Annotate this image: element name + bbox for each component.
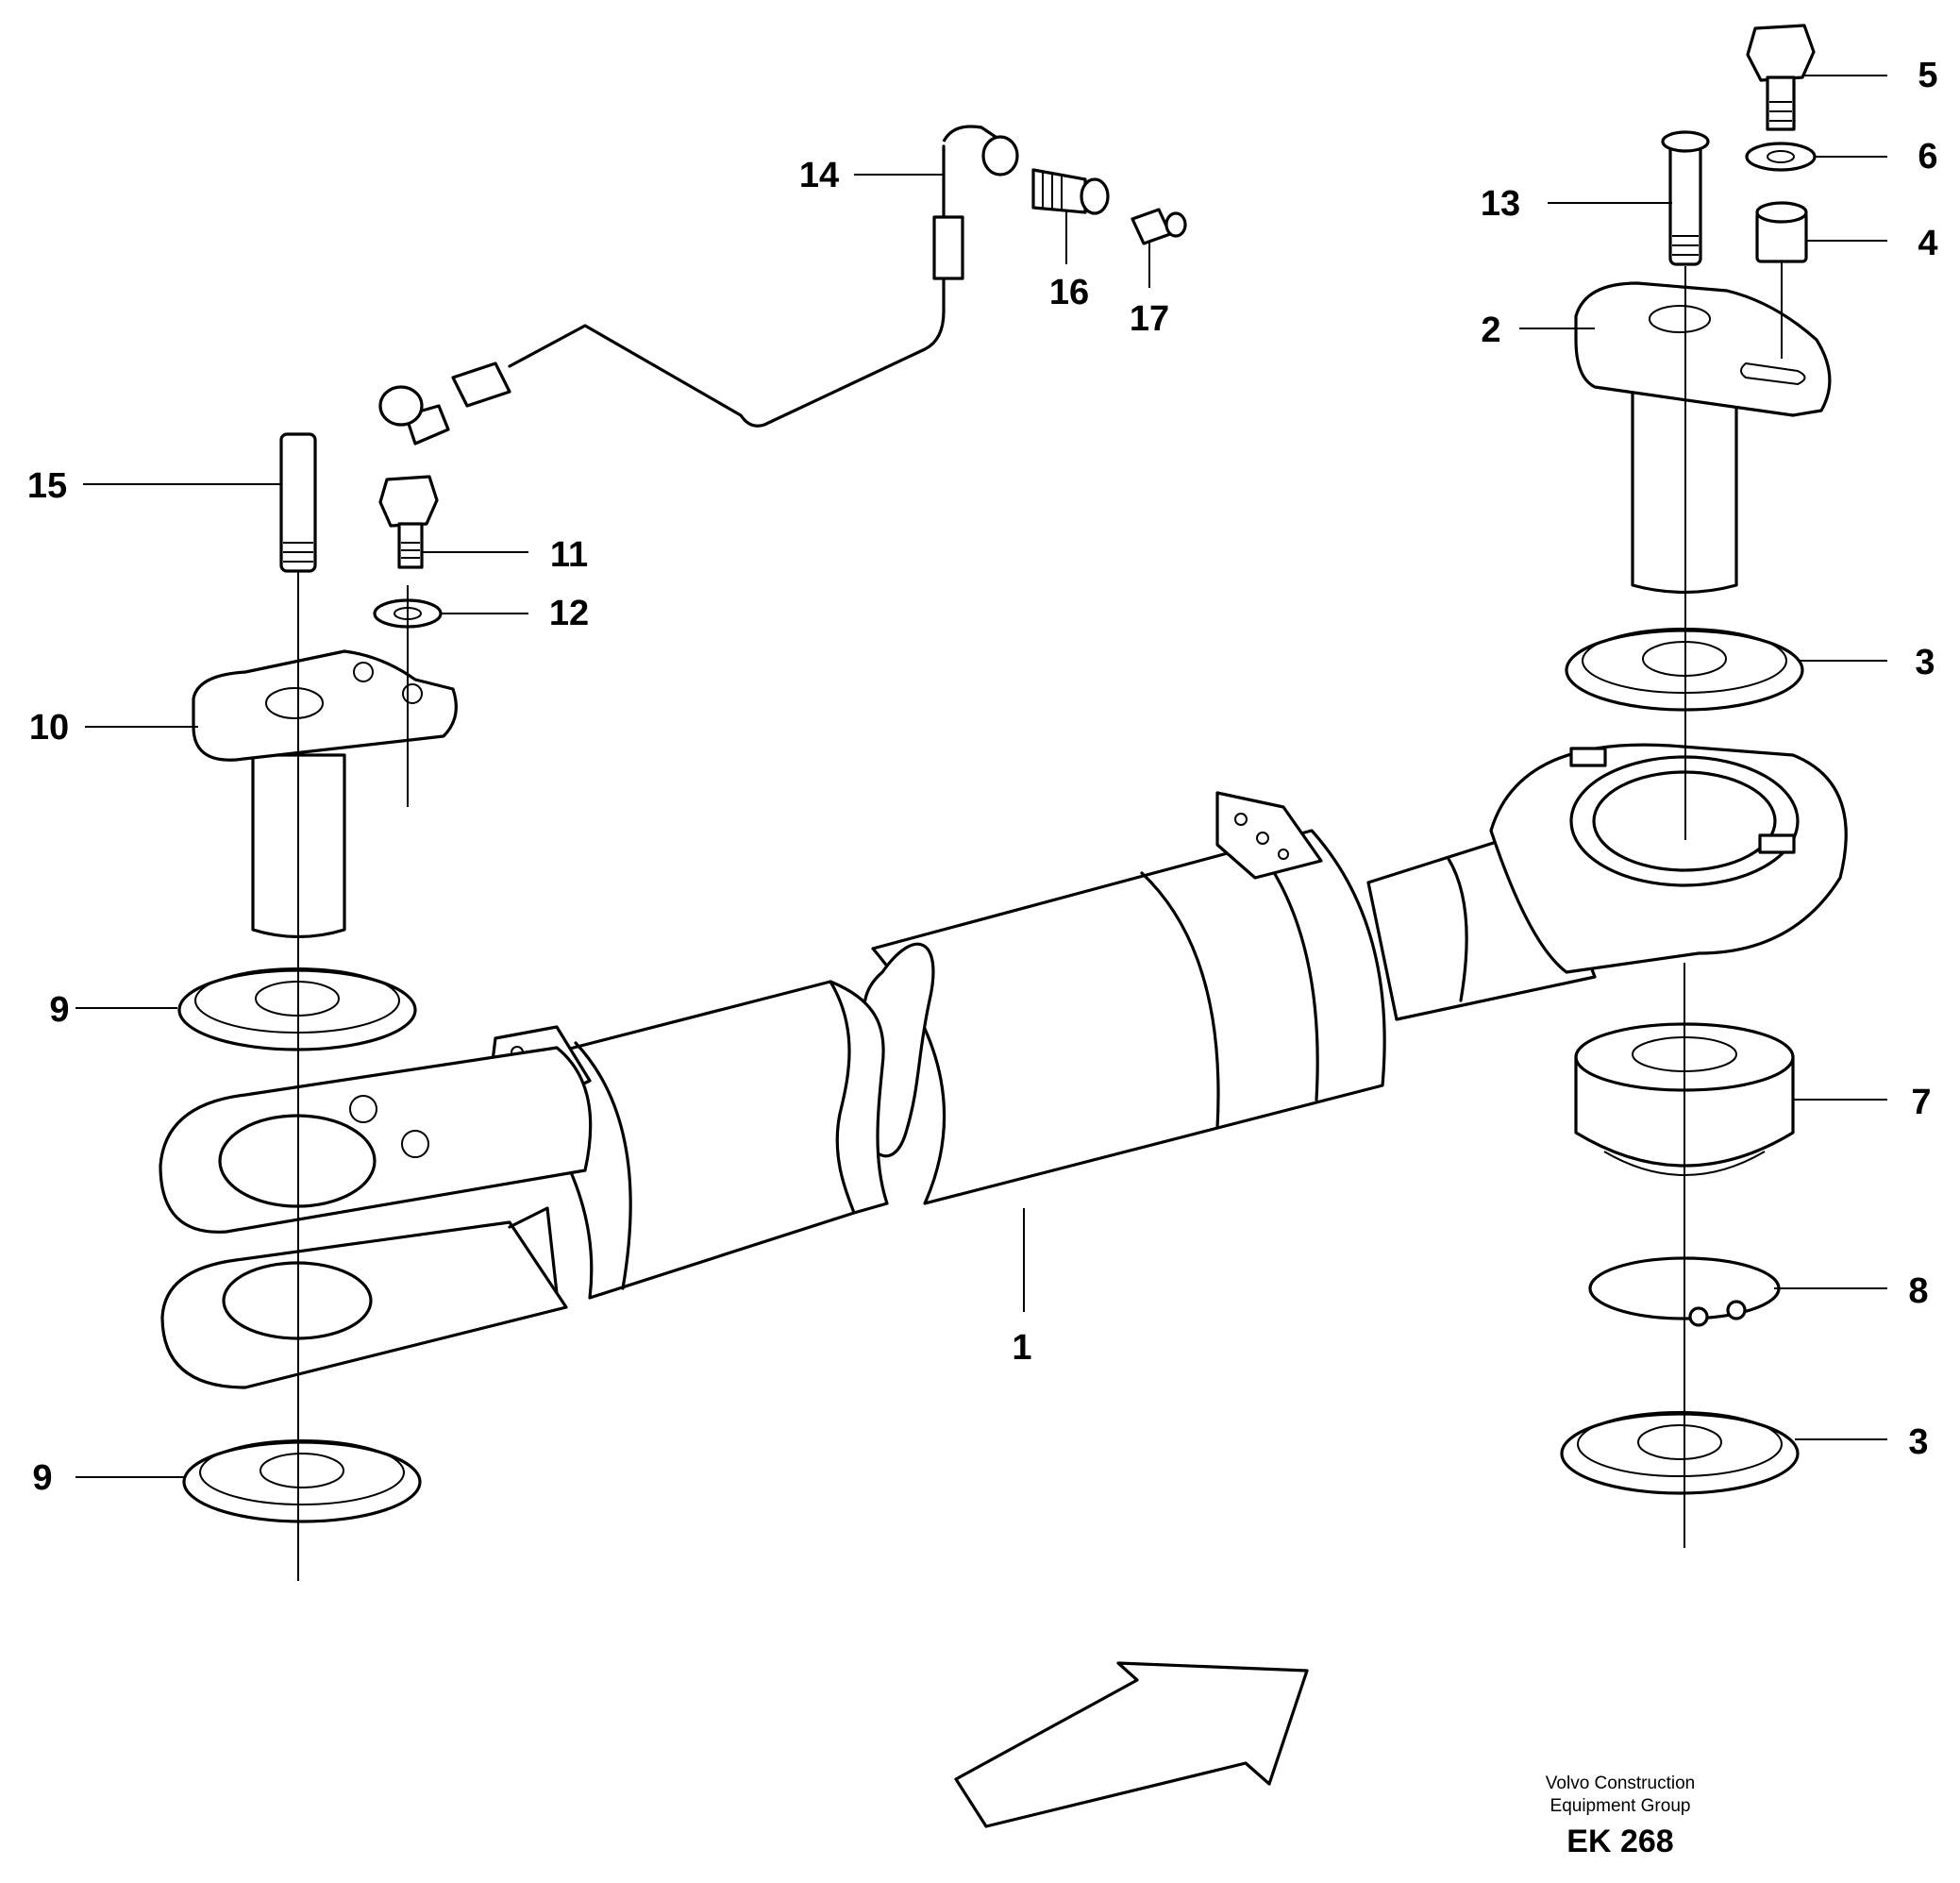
callout-17: 17 xyxy=(1130,299,1169,339)
callout-3-lower: 3 xyxy=(1908,1422,1928,1462)
assembly-axis-lines xyxy=(297,261,1783,1581)
callout-3-upper: 3 xyxy=(1915,643,1935,682)
callout-8: 8 xyxy=(1908,1271,1928,1311)
leader-lines xyxy=(75,75,1887,1478)
pin-2 xyxy=(1574,281,1832,595)
seal-3-lower xyxy=(1560,1411,1800,1495)
callout-9-upper: 9 xyxy=(49,990,69,1030)
direction-arrow xyxy=(954,1661,1309,1828)
callout-2: 2 xyxy=(1481,311,1500,350)
callout-1: 1 xyxy=(1012,1328,1031,1368)
publisher-footer: Volvo Construction Equipment Group EK 26… xyxy=(1546,1774,1695,1859)
illustration-code: EK 268 xyxy=(1566,1824,1673,1859)
spacer-4 xyxy=(1755,201,1808,263)
callout-12: 12 xyxy=(549,594,589,633)
publisher-line-2: Equipment Group xyxy=(1550,1796,1691,1816)
lube-pipe-14 xyxy=(378,125,1019,446)
callout-13: 13 xyxy=(1481,184,1520,224)
bolt-11 xyxy=(378,475,439,569)
washer-6 xyxy=(1745,142,1817,172)
callout-9-lower: 9 xyxy=(32,1458,52,1498)
pin-10 xyxy=(192,649,458,939)
hydraulic-cylinder xyxy=(159,743,1848,1389)
callout-7: 7 xyxy=(1911,1083,1931,1122)
callout-11: 11 xyxy=(550,535,588,575)
callout-labels: 1 2 3 3 4 5 6 7 8 9 9 10 11 12 13 14 15 … xyxy=(27,56,1938,1498)
callout-5: 5 xyxy=(1918,56,1937,95)
publisher-line-1: Volvo Construction xyxy=(1546,1774,1695,1793)
callout-15: 15 xyxy=(27,466,67,506)
callout-14: 14 xyxy=(799,156,839,195)
pin-15 xyxy=(279,432,317,573)
bolt-5 xyxy=(1746,24,1816,131)
callout-4: 4 xyxy=(1918,224,1937,263)
callout-10: 10 xyxy=(29,708,69,748)
grease-nipple-13 xyxy=(1661,130,1710,266)
fitting-16 xyxy=(1031,168,1110,215)
callout-6: 6 xyxy=(1918,137,1937,177)
callout-16: 16 xyxy=(1049,273,1089,312)
seal-9-lower xyxy=(182,1439,422,1523)
grease-nipple-17 xyxy=(1131,208,1187,245)
